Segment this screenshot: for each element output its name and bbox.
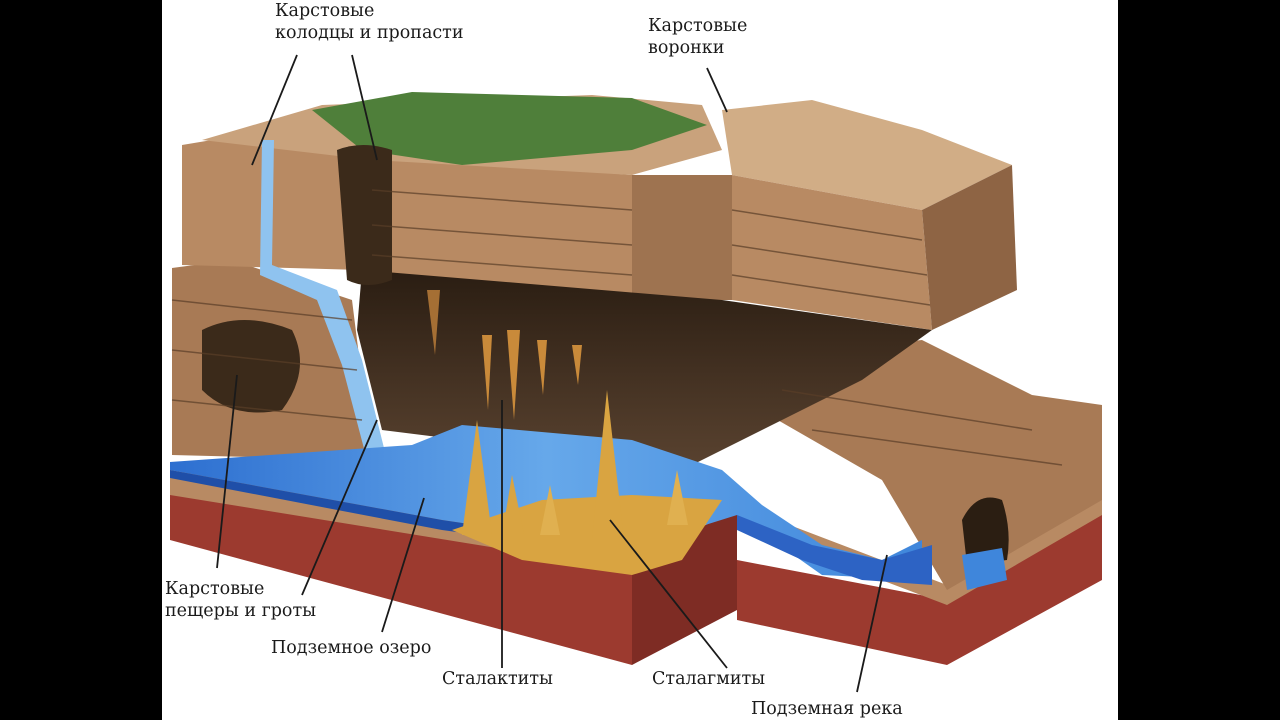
sinkhole-shaft xyxy=(337,145,392,285)
label-stalactites: Сталактиты xyxy=(442,669,553,689)
rock-right-front xyxy=(732,175,932,330)
leader-lake xyxy=(381,497,425,633)
diagram-panel: Карстовые колодцы и пропасти Карстовые в… xyxy=(162,0,1118,720)
stalagmite xyxy=(540,485,560,535)
grass-surface xyxy=(312,92,707,165)
rock-right-top xyxy=(722,100,1012,210)
grotto-left xyxy=(202,320,300,413)
river-right-pool xyxy=(962,548,1007,590)
grotto-right-arch xyxy=(962,497,1009,565)
label-karst-caves: Карстовые пещеры и гроты xyxy=(165,579,317,621)
stalagmite xyxy=(592,390,624,540)
stalactite xyxy=(427,290,440,355)
stalagmite xyxy=(502,475,524,535)
leader-wells-1 xyxy=(251,54,298,166)
cave-interior xyxy=(357,270,932,470)
leader-wells-2 xyxy=(351,54,378,161)
label-underground-river: Подземная река xyxy=(751,699,903,719)
rock-right-side xyxy=(922,165,1017,330)
leader-river xyxy=(856,554,888,693)
label-stalagmites: Сталагмиты xyxy=(652,669,766,689)
clay-layer xyxy=(170,485,632,665)
label-karst-funnels: Карстовые воронки xyxy=(648,16,748,58)
leader-caves-1 xyxy=(216,374,238,569)
clay-layer-right xyxy=(737,510,1102,665)
waterfall xyxy=(260,140,387,460)
stalagmite xyxy=(462,420,492,535)
stalactite xyxy=(572,345,582,385)
stalactite xyxy=(507,330,520,420)
karst-landforms-illustration xyxy=(170,54,1102,693)
rock-middle-face xyxy=(632,175,732,300)
stalactite xyxy=(482,335,492,410)
rock-upper-block xyxy=(182,130,632,300)
stalagmite xyxy=(667,470,688,525)
leader-caves-2 xyxy=(301,419,378,596)
leader-lines xyxy=(216,54,888,693)
label-underground-lake: Подземное озеро xyxy=(271,638,432,658)
leader-funnels xyxy=(706,67,728,113)
leader-stalagmites xyxy=(609,519,728,669)
label-karst-wells: Карстовые колодцы и пропасти xyxy=(275,1,464,43)
stalactite xyxy=(537,340,547,395)
underground-river xyxy=(737,515,932,585)
rock-strata-lines xyxy=(171,189,1063,466)
